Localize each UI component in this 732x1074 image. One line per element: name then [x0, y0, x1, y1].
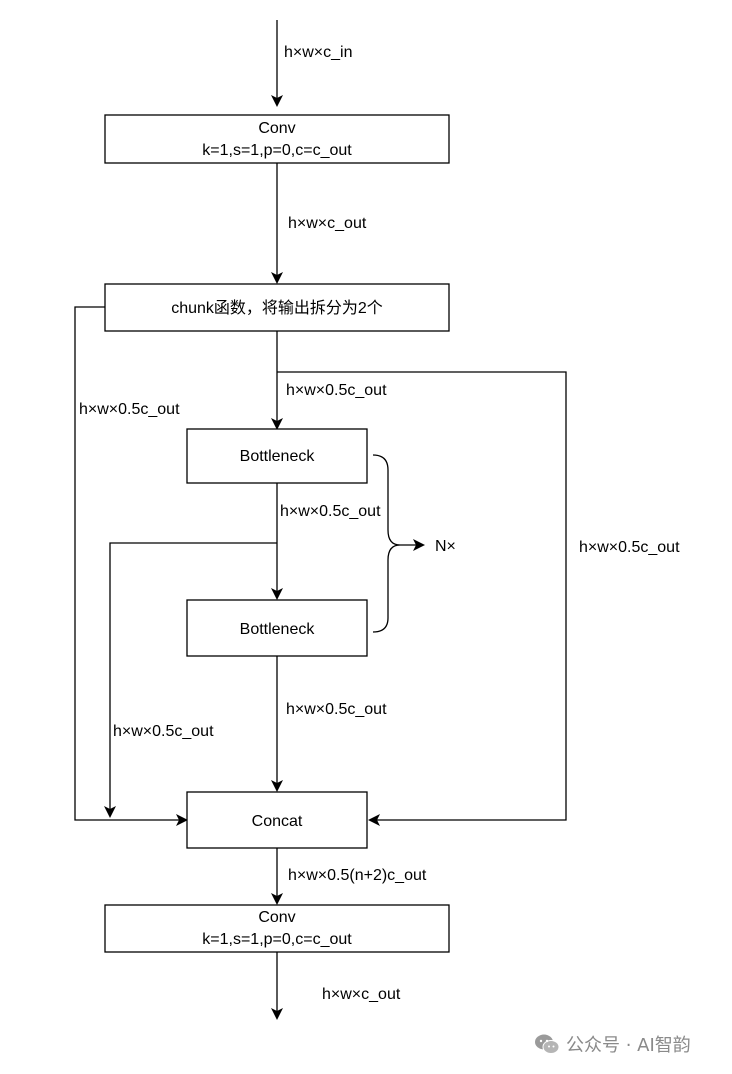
edge-label-input: h×w×c_in	[284, 44, 353, 61]
chunk-left-branch-arrow	[74, 306, 188, 826]
edge-label-output: h×w×c_out	[322, 986, 401, 1003]
edge-label-chunk-left-branch: h×w×0.5c_out	[79, 401, 180, 418]
repeat-label: N×	[435, 538, 456, 555]
svg-text:k=1,s=1,p=0,c=c_out: k=1,s=1,p=0,c=c_out	[202, 931, 352, 948]
edge-label-chunk-right-branch: h×w×0.5c_out	[579, 539, 680, 556]
watermark-text: 公众号 · AI智韵	[566, 1035, 691, 1056]
wechat-icon	[535, 1034, 560, 1054]
svg-text:Bottleneck: Bottleneck	[240, 448, 316, 465]
svg-text:Conv: Conv	[258, 120, 295, 137]
bottleneck-2-node: Bottleneck	[186, 599, 368, 657]
concat-node: Concat	[186, 791, 368, 849]
bottleneck-tap-arrow	[104, 542, 277, 818]
svg-text:k=1,s=1,p=0,c=c_out: k=1,s=1,p=0,c=c_out	[202, 142, 352, 159]
edge-label-chunk-to-bottleneck: h×w×0.5c_out	[286, 382, 387, 399]
edge-label-concat-to-conv: h×w×0.5(n+2)c_out	[288, 867, 427, 884]
svg-text:Concat: Concat	[252, 813, 303, 830]
svg-text:chunk函数，将输出拆分为2个: chunk函数，将输出拆分为2个	[171, 299, 383, 317]
conv-bottom-node: Conv k=1,s=1,p=0,c=c_out	[104, 904, 450, 953]
bottleneck-1-node: Bottleneck	[186, 428, 368, 484]
edge-label-bottleneck-tap: h×w×0.5c_out	[113, 723, 214, 740]
svg-text:Bottleneck: Bottleneck	[240, 621, 316, 638]
edge-label-bottleneck-to-concat: h×w×0.5c_out	[286, 701, 387, 718]
chunk-right-branch-arrow	[277, 371, 567, 826]
edge-label-bottleneck-between: h×w×0.5c_out	[280, 503, 381, 520]
repeat-brace	[372, 454, 401, 633]
edge-label-conv-to-chunk: h×w×c_out	[288, 215, 367, 232]
svg-text:Conv: Conv	[258, 909, 295, 926]
watermark: 公众号 · AI智韵	[534, 1031, 691, 1057]
chunk-node: chunk函数，将输出拆分为2个	[104, 283, 450, 332]
conv-top-node: Conv k=1,s=1,p=0,c=c_out	[104, 114, 450, 164]
